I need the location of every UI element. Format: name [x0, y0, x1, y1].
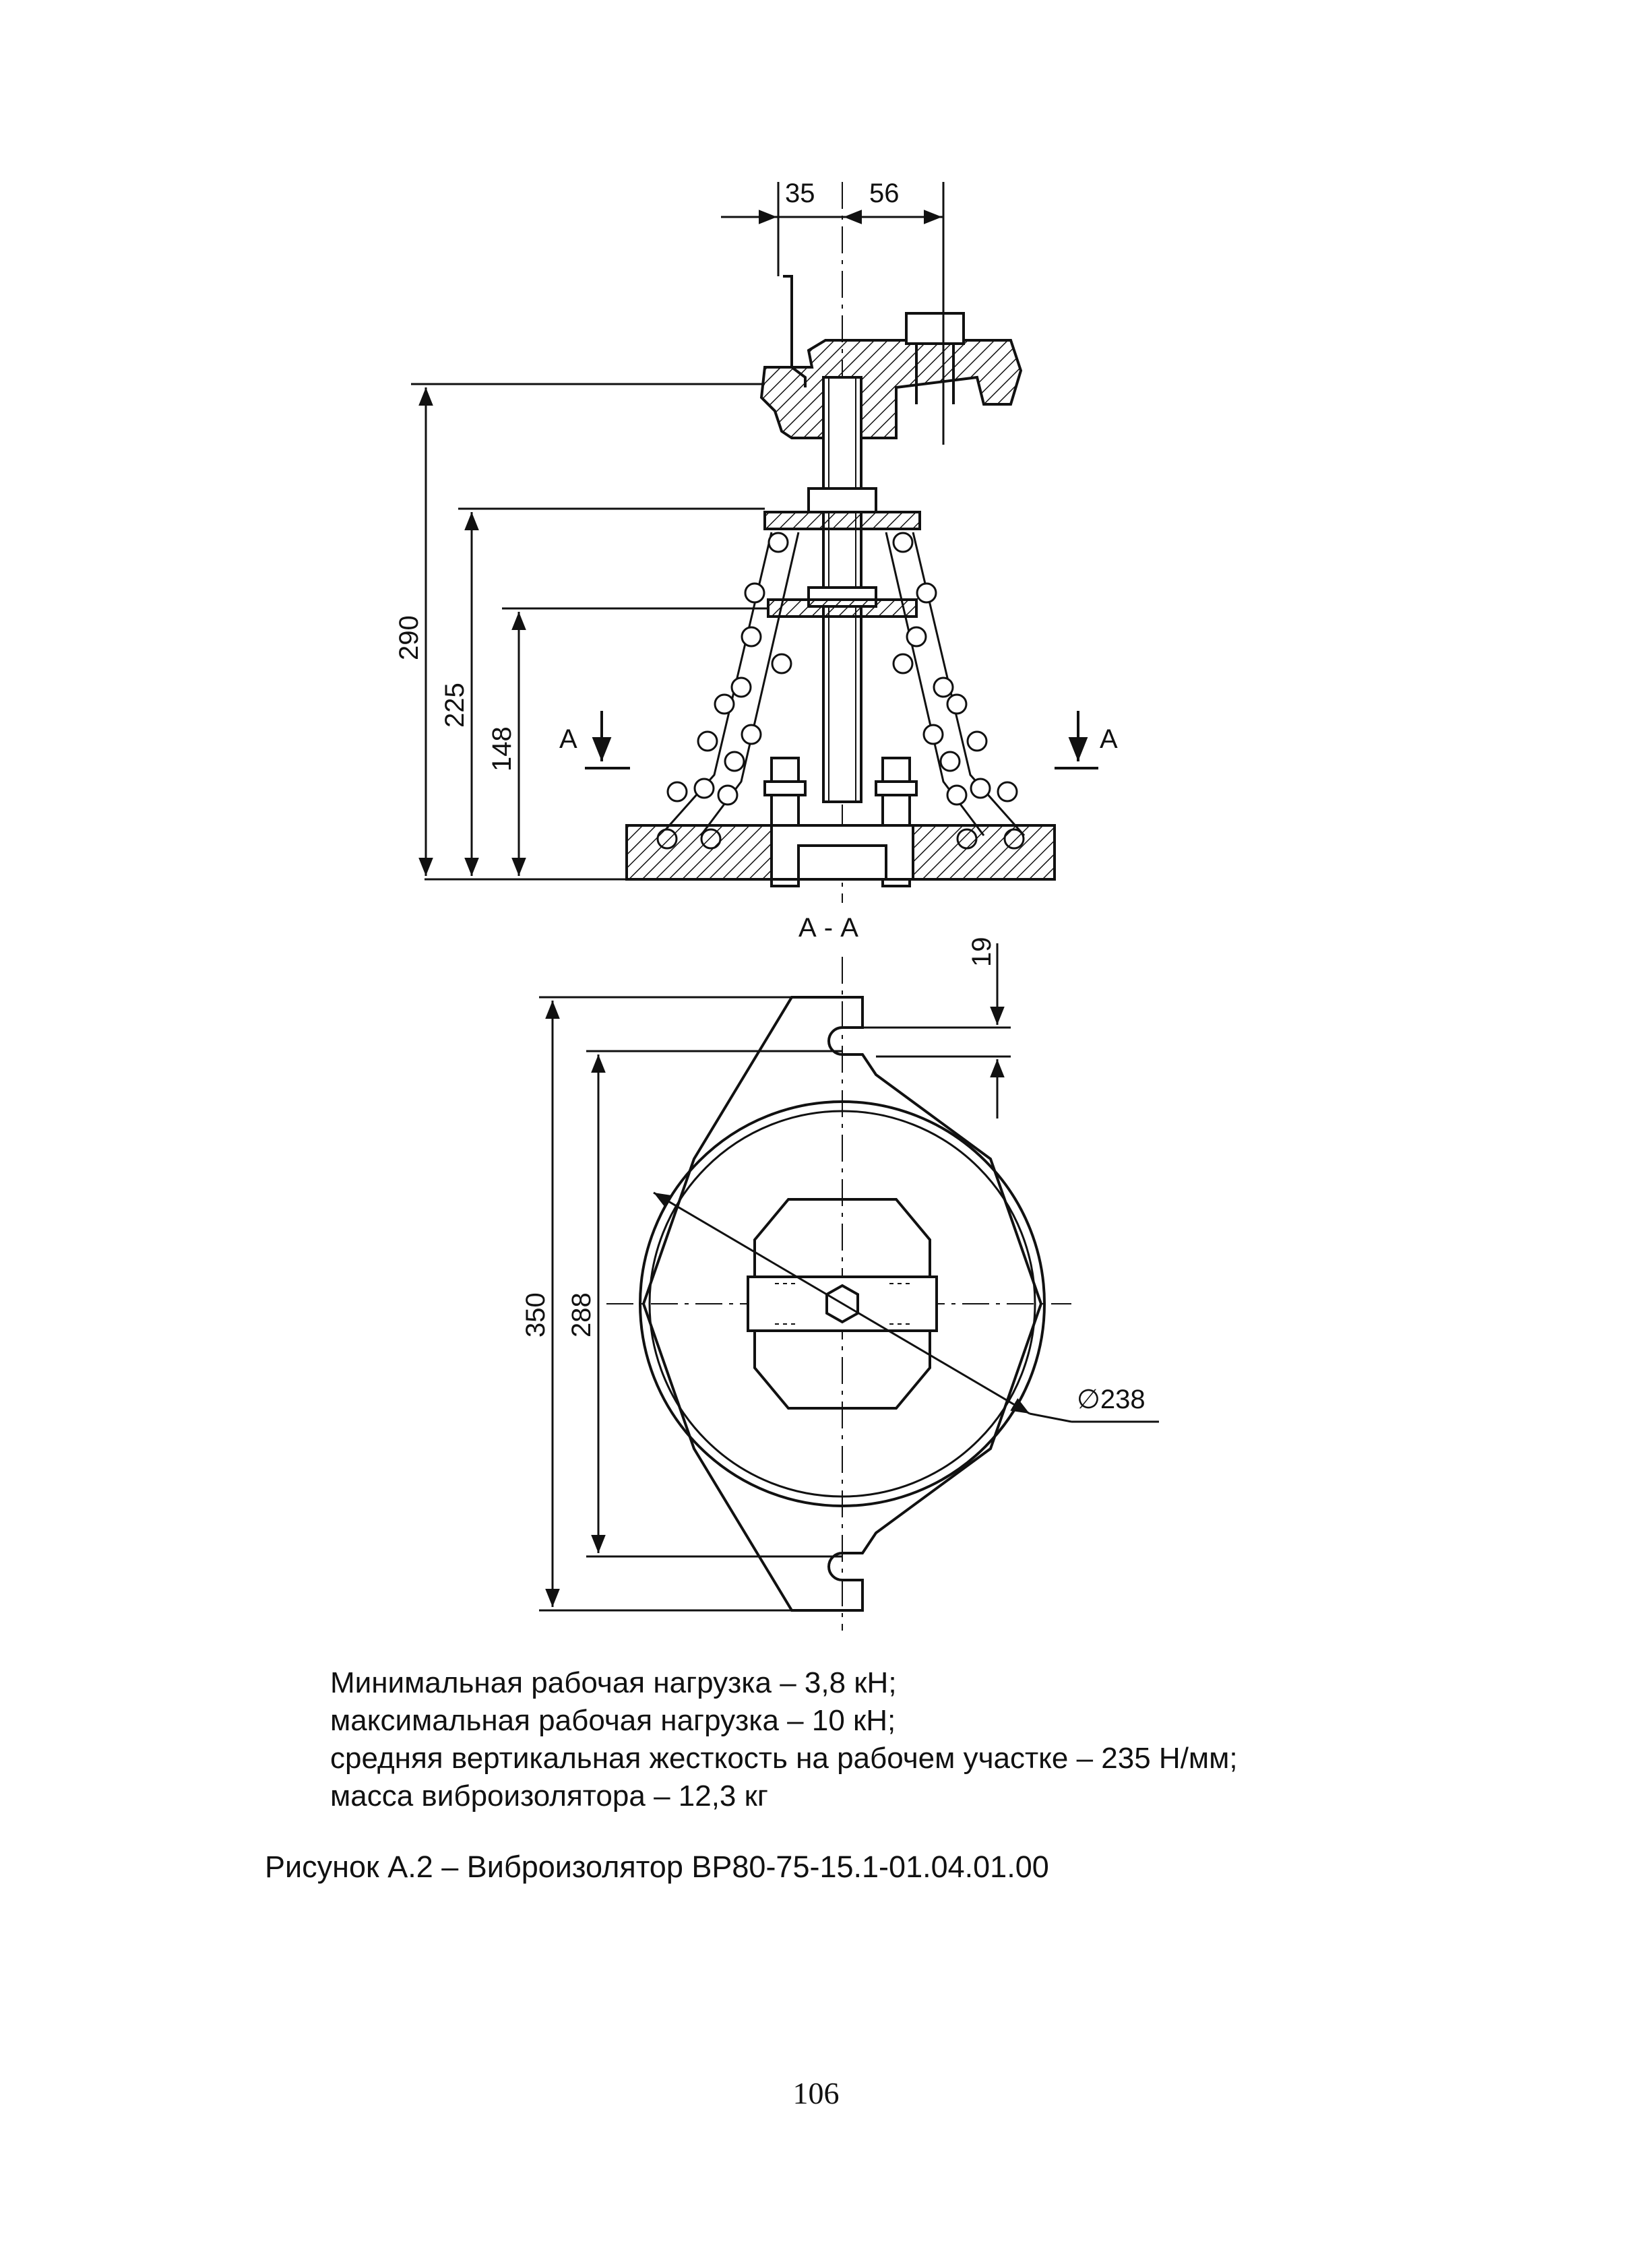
dim-288: 288	[567, 1292, 596, 1337]
spec-mass: масса виброизолятора – 12,3 кг	[330, 1779, 768, 1813]
spec-max-load: максимальная рабочая нагрузка – 10 кН;	[330, 1704, 896, 1737]
dim-290: 290	[394, 615, 424, 660]
housing-circle	[639, 1100, 1046, 1507]
dim-diameter: ∅238	[1077, 1385, 1145, 1414]
front-section-view	[585, 182, 1098, 903]
section-title: А - А	[798, 913, 858, 943]
spec-stiffness: средняя вертикальная жесткость на рабоче…	[330, 1742, 1238, 1775]
dim-56: 56	[869, 179, 900, 208]
top-nut	[905, 312, 965, 345]
spec-min-load: Минимальная рабочая нагрузка – 3,8 кН;	[330, 1666, 897, 1699]
page-number: 106	[792, 2076, 840, 2110]
front-dimensions	[411, 182, 945, 881]
section-mark-left: А	[559, 724, 577, 754]
figure-caption: Рисунок А.2 – Виброизолятор ВР80-75-15.1…	[265, 1850, 1049, 1884]
top-bracket	[759, 339, 1023, 439]
plan-dimensions	[539, 943, 1011, 1612]
section-mark-right: А	[1100, 724, 1118, 754]
dim-19: 19	[967, 937, 997, 968]
dim-35: 35	[785, 179, 815, 208]
housing-outline	[641, 996, 1043, 1612]
dim-225: 225	[440, 683, 470, 728]
plan-view-section	[606, 957, 1159, 1631]
rod-nut-upper	[807, 487, 877, 513]
dim-350: 350	[521, 1292, 551, 1337]
dim-148: 148	[487, 726, 517, 771]
